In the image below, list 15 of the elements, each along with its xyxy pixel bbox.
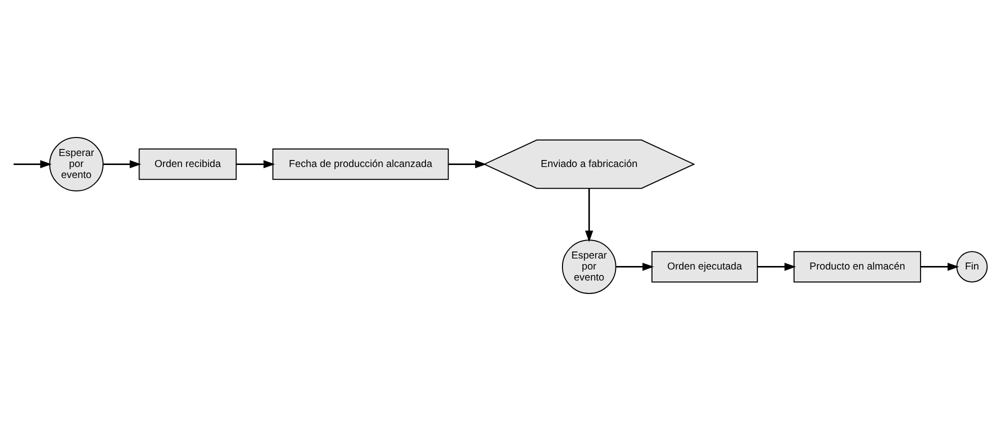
arrow bbox=[448, 160, 487, 168]
node-circle: Fin bbox=[956, 250, 988, 282]
node-circle: Esperar por evento bbox=[49, 136, 104, 191]
arrow bbox=[14, 160, 52, 168]
node-box: Fecha de producción alcanzada bbox=[272, 148, 449, 180]
arrow bbox=[236, 160, 276, 168]
arrow bbox=[616, 262, 654, 270]
node-box: Orden recibida bbox=[138, 148, 237, 180]
node-box: Orden ejecutada bbox=[651, 250, 758, 282]
node-box: Producto en almacén bbox=[794, 250, 922, 282]
node-circle: Esperar por evento bbox=[562, 239, 616, 294]
arrow bbox=[757, 262, 796, 270]
arrow bbox=[585, 188, 594, 242]
arrow bbox=[920, 262, 960, 270]
arrow bbox=[103, 160, 142, 168]
